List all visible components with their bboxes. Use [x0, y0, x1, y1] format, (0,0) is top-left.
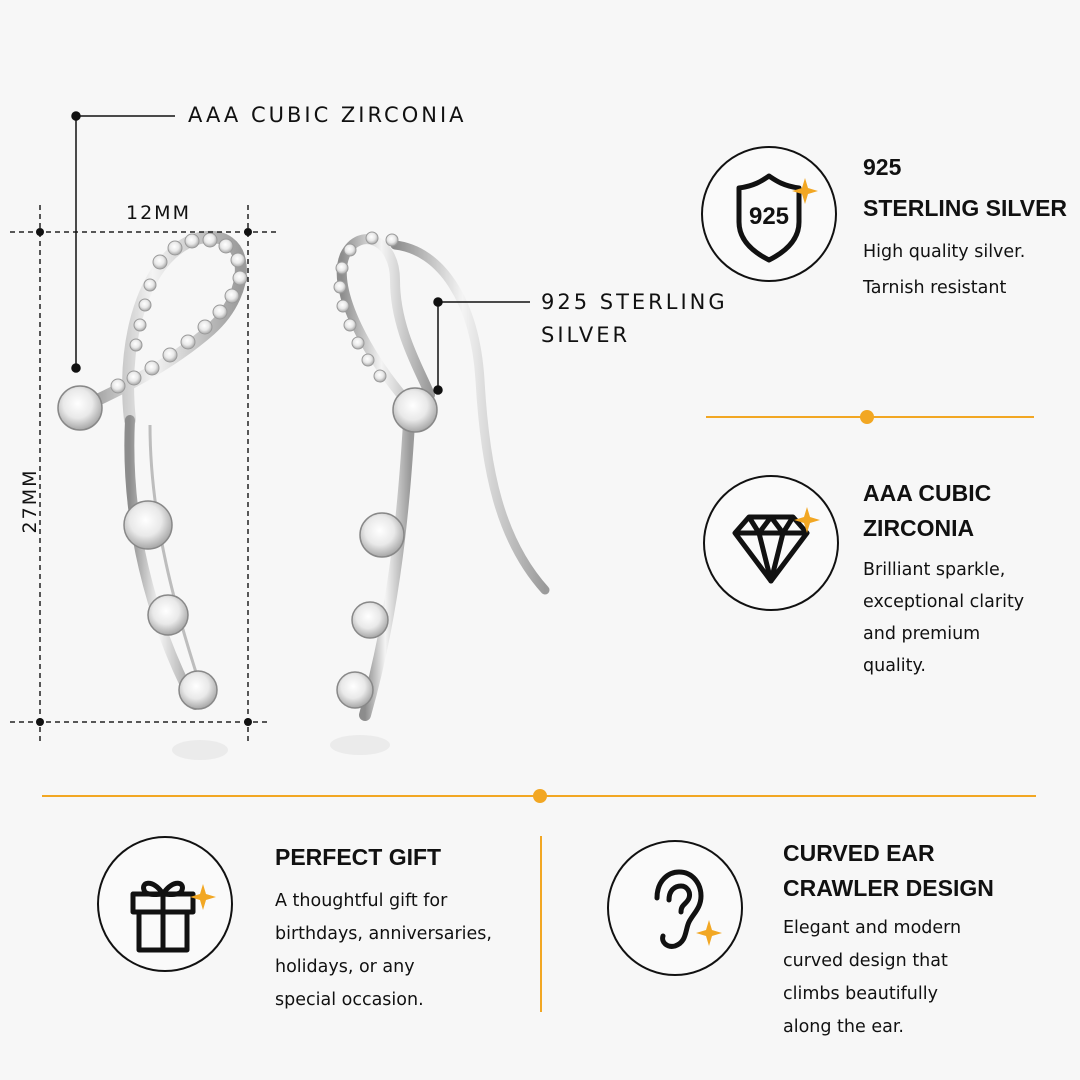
dimension-guides: [10, 205, 280, 745]
gift-feature-desc-1: A thoughtful gift for: [275, 891, 448, 911]
crawler-feature-title-1: CURVED EAR: [783, 840, 935, 866]
silver-feature-title-2: STERLING SILVER: [863, 195, 1068, 221]
zirconia-callout: AAA CUBIC ZIRCONIA: [188, 103, 467, 127]
silver-feature-title-1: 925: [863, 154, 902, 180]
zirconia-feature-title-2: ZIRCONIA: [863, 515, 975, 541]
zirconia-feature-desc-4: quality.: [863, 656, 926, 676]
gift-feature-badge: [97, 836, 233, 972]
crawler-feature-desc-1: Elegant and modern: [783, 918, 962, 938]
crawler-feature-desc-3: climbs beautifully: [783, 984, 938, 1004]
gift-feature-text: PERFECT GIFT A thoughtful gift for birth…: [275, 840, 515, 1017]
earring-side-view: [172, 231, 550, 760]
divider-main-dot: [533, 789, 547, 803]
ear-icon: [654, 869, 722, 949]
crawler-feature-desc-4: along the ear.: [783, 1017, 904, 1037]
silver-feature-text: 925 STERLING SILVER High quality silver.…: [863, 150, 1073, 306]
silver-leader: [433, 297, 530, 395]
zirconia-feature-desc-2: exceptional clarity: [863, 592, 1025, 612]
zirconia-feature-text: AAA CUBIC ZIRCONIA Brilliant sparkle, ex…: [863, 476, 1073, 682]
silver-feature-badge: 925: [701, 146, 837, 282]
silver-feature-desc-1: High quality silver.: [863, 242, 1026, 262]
shield-badge-text: 925: [748, 203, 790, 230]
gift-feature-desc-2: birthdays, anniversaries,: [275, 924, 492, 944]
zirconia-feature-badge: [703, 475, 839, 611]
crawler-feature-title-2: CRAWLER DESIGN: [783, 875, 994, 901]
silver-callout-line2: SILVER: [541, 323, 631, 347]
crawler-feature-text: CURVED EAR CRAWLER DESIGN Elegant and mo…: [783, 836, 1053, 1044]
divider-vertical: [540, 836, 542, 1012]
zirconia-feature-title-1: AAA CUBIC: [863, 480, 992, 506]
zirconia-leader: [71, 111, 175, 373]
gift-feature-desc-3: holidays, or any: [275, 957, 415, 977]
zirconia-feature-desc-1: Brilliant sparkle,: [863, 560, 1006, 580]
zirconia-feature-desc-3: and premium: [863, 624, 981, 644]
dimension-dots: [36, 228, 252, 726]
gift-feature-desc-4: special occasion.: [275, 990, 424, 1010]
silver-callout-line1: 925 STERLING: [541, 290, 728, 314]
shield-925-icon: [736, 173, 818, 263]
gift-icon: [130, 880, 216, 953]
gift-feature-title: PERFECT GIFT: [275, 844, 442, 870]
product-illustration: [10, 111, 550, 760]
height-dimension-label: 27MM: [19, 468, 41, 534]
crawler-feature-badge: [607, 840, 743, 976]
silver-feature-desc-2: Tarnish resistant: [863, 278, 1007, 298]
width-dimension-label: 12MM: [126, 202, 191, 224]
diamond-icon: [732, 507, 820, 584]
divider-right-dot: [860, 410, 874, 424]
crawler-feature-desc-2: curved design that: [783, 951, 948, 971]
earring-front-view: [57, 230, 248, 710]
